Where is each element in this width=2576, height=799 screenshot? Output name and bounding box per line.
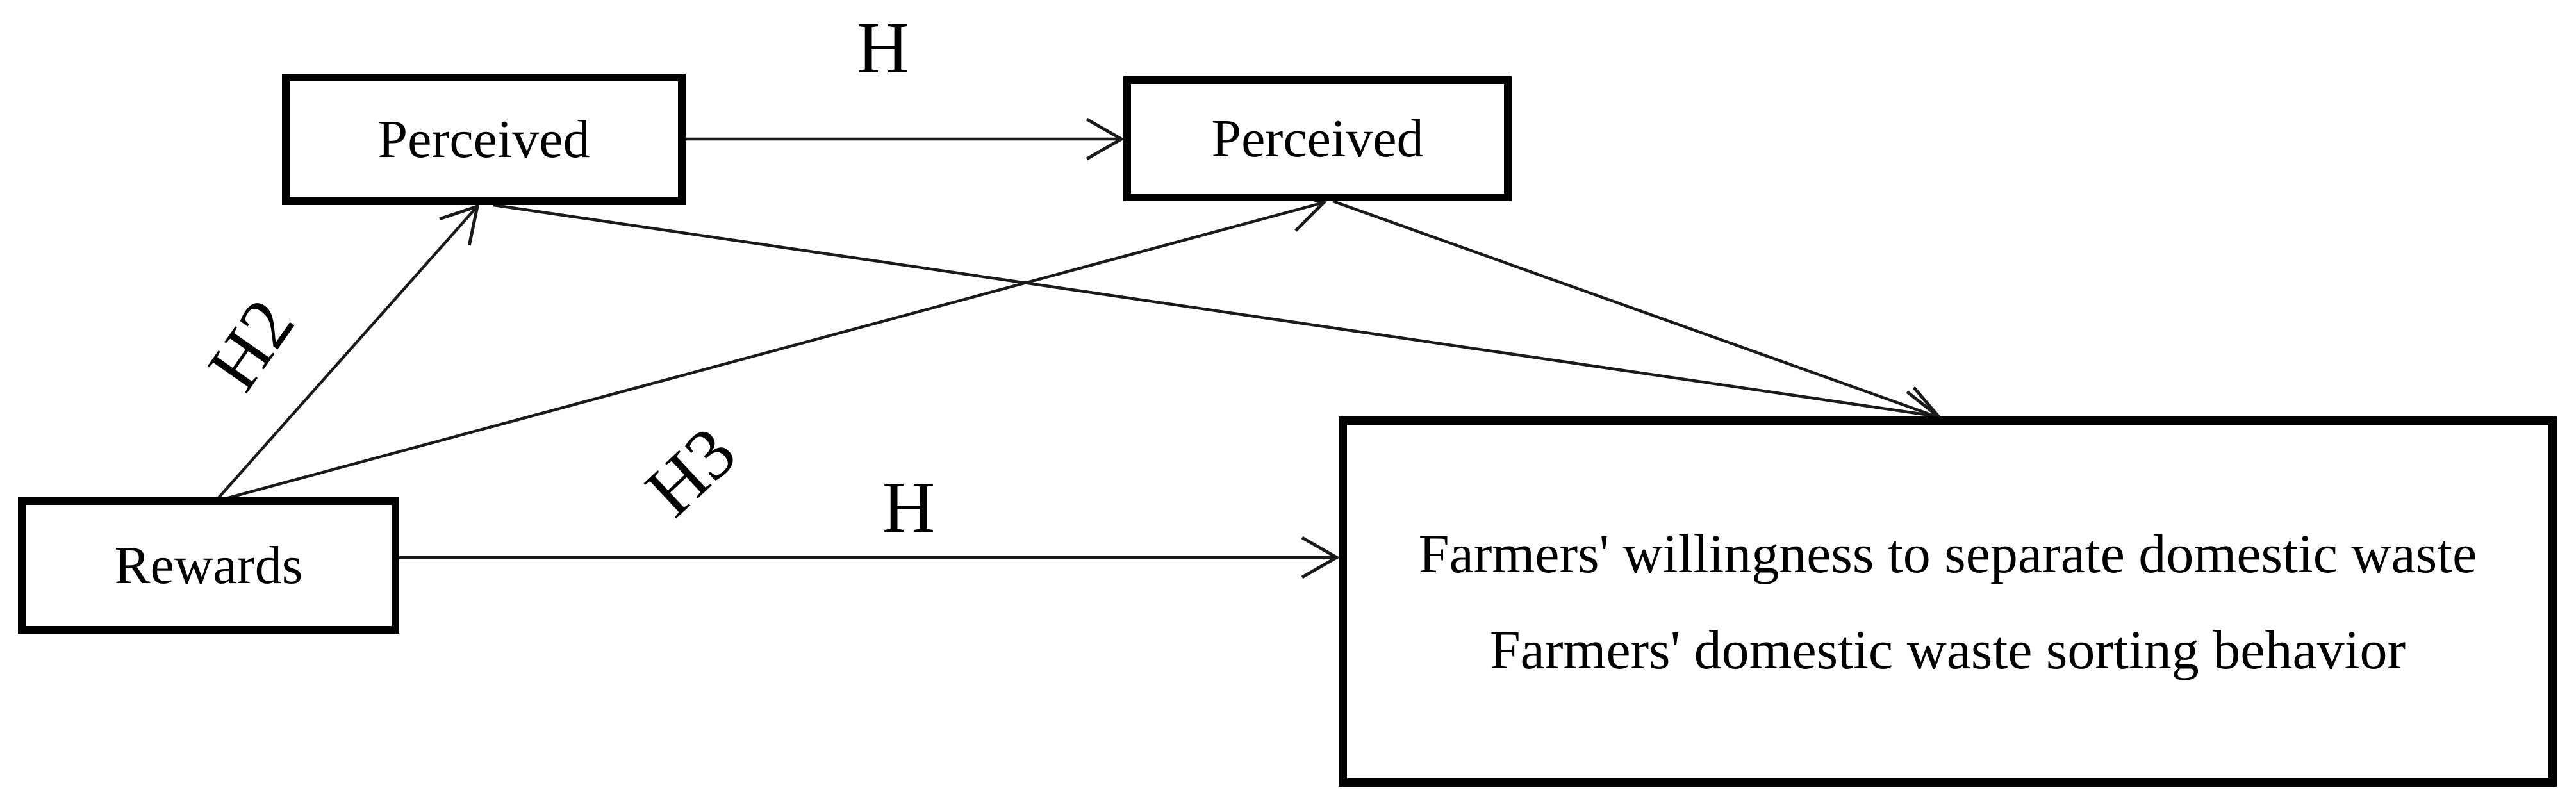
edge-label-h1: H [856, 7, 910, 88]
node-perceived-right: Perceived [1123, 76, 1512, 201]
arrow-rewards-to-perceived-left [217, 204, 480, 500]
node-rewards: Rewards [18, 497, 399, 634]
node-outcome-line-willingness: Farmers' willingness to separate domesti… [1418, 523, 2477, 584]
edge-label-h4: H [882, 466, 936, 548]
node-perceived-left-label: Perceived [377, 109, 590, 169]
node-outcome-line-behavior: Farmers' domestic waste sorting behavior [1489, 619, 2406, 680]
node-perceived-right-label: Perceived [1211, 108, 1424, 169]
arrow-rewards-to-perceived-right [225, 190, 1327, 500]
node-outcome: Farmers' willingness to separate domesti… [1339, 416, 2557, 787]
node-rewards-label: Rewards [114, 535, 303, 595]
arrow-perceived-left-to-outcome [493, 203, 1942, 433]
arrow-perceived-right-to-outcome [1332, 199, 1943, 427]
node-perceived-left: Perceived [282, 74, 686, 205]
